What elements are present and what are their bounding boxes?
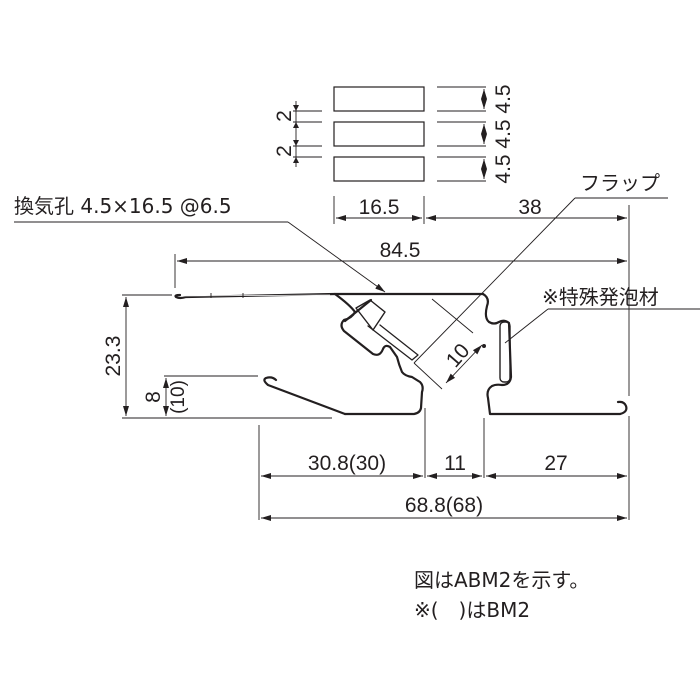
dim-front-height: 8 bbox=[142, 391, 165, 403]
dim-flap-length: 10 bbox=[442, 339, 475, 372]
flap-label: フラップ bbox=[580, 171, 660, 195]
dim-hole-spacing-bottom: 2 bbox=[273, 145, 296, 157]
dim-overall-bottom-width: 68.8(68) bbox=[405, 494, 483, 517]
dim-hole-height-1: 4.5 bbox=[492, 84, 515, 113]
foam-leader bbox=[504, 308, 549, 344]
vent-hole-3 bbox=[333, 156, 425, 182]
dim-front-height-bm2: (10) bbox=[168, 380, 189, 414]
dim-bottom-right: 27 bbox=[544, 452, 567, 475]
note-figure-model: 図はABM2を示す。 bbox=[414, 568, 589, 592]
vent-hole-leader bbox=[287, 221, 386, 293]
dim-hole-width: 16.5 bbox=[359, 196, 400, 219]
dim-bottom-middle: 11 bbox=[444, 452, 466, 475]
dim-overall-height: 23.3 bbox=[102, 336, 125, 377]
dim-flap-offset: 38 bbox=[518, 196, 541, 219]
dim-bottom-left: 30.8(30) bbox=[308, 452, 386, 475]
vent-hole-detail bbox=[293, 86, 487, 224]
flap-leader bbox=[413, 197, 576, 364]
vent-hole-1 bbox=[333, 86, 425, 112]
foam-label: ※特殊発泡材 bbox=[542, 285, 659, 309]
dim-hole-spacing-top: 2 bbox=[273, 110, 296, 122]
profile-section bbox=[174, 292, 628, 416]
dim-hole-height-2: 4.5 bbox=[492, 119, 515, 148]
vent-hole-label: 換気孔 4.5×16.5 @6.5 bbox=[14, 194, 232, 218]
note-bm2: ※( )はBM2 bbox=[414, 598, 530, 622]
vent-hole-2 bbox=[333, 121, 425, 147]
dim-overall-top-width: 84.5 bbox=[380, 239, 421, 262]
dim-hole-height-3: 4.5 bbox=[492, 154, 515, 183]
